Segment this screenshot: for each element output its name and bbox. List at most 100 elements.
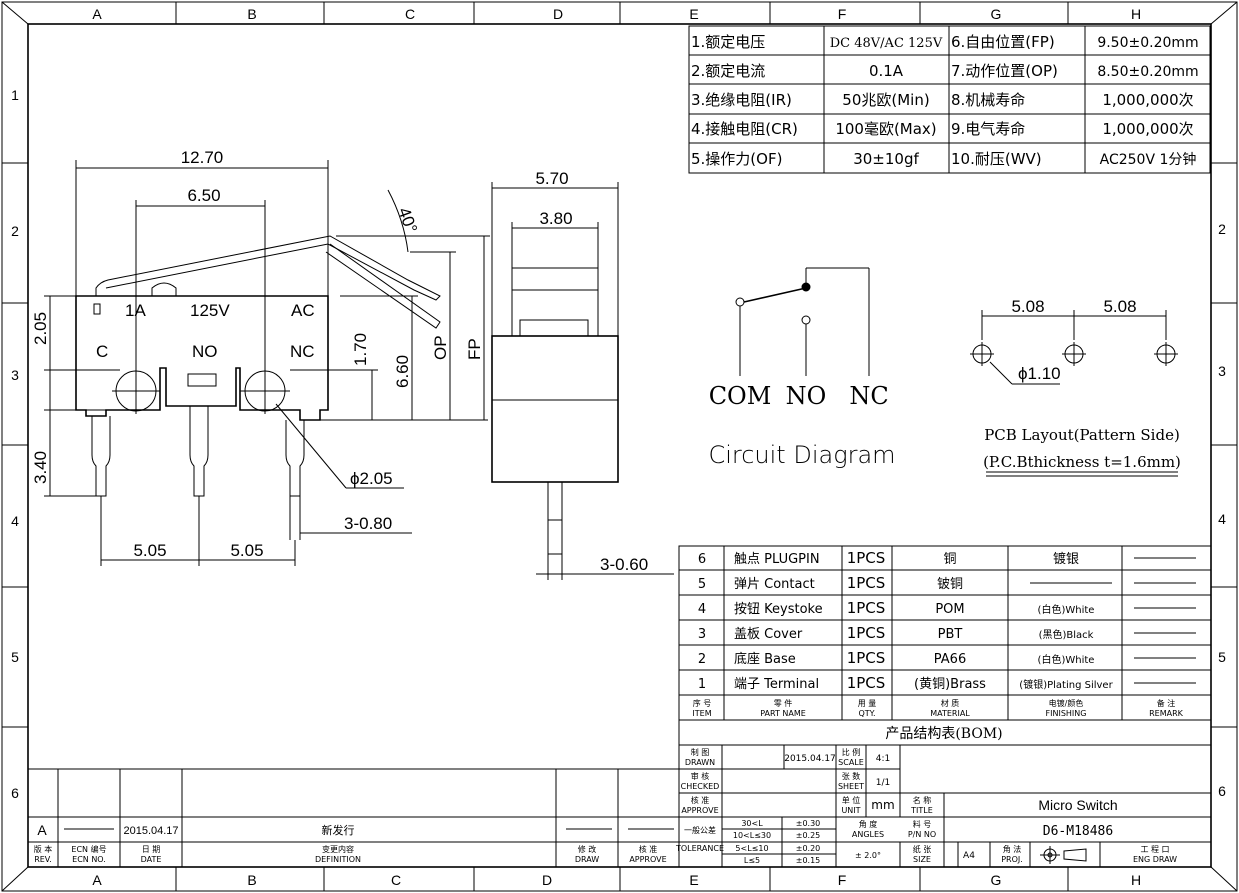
col-label-top: H (1131, 6, 1141, 22)
tb-label: 核 准 (691, 795, 710, 805)
tb-pn: D6-M18486 (1043, 824, 1113, 839)
tb-label: CHECKED (681, 782, 720, 791)
pin-no (189, 406, 209, 497)
bom-qty: 1PCS (847, 599, 886, 617)
row-label-left: 2 (11, 223, 19, 239)
spec-label: 5.操作力(OF) (691, 150, 782, 168)
col-label-bottom: E (689, 872, 698, 888)
bom-no: 3 (698, 627, 706, 642)
spec-label: 8.机械寿命 (951, 91, 1025, 109)
spec-label: 2.额定电流 (691, 62, 765, 80)
bom-material: 铍铜 (937, 577, 963, 592)
bom-part: 触点 PLUGPIN (734, 552, 820, 567)
title-block: 制 图 DRAWN 2015.04.17 比 例 SCALE 4:1 审 核 C… (675, 744, 1212, 868)
bom-qty: 1PCS (847, 674, 886, 692)
revision-block: A 2015.04.17 新发行 版 本 REV. ECN 编号 ECN NO.… (28, 768, 679, 867)
spec-value: 100毫欧(Max) (835, 120, 936, 138)
tb-tol-value: ±0.15 (796, 856, 821, 865)
tb-scale: 4:1 (876, 754, 890, 764)
dim-button-width: 3.80 (539, 209, 572, 228)
tb-label: 纸 张 (913, 844, 932, 854)
tb-drawn-date: 2015.04.17 (784, 754, 836, 764)
terminal-label-no: NO (192, 342, 218, 361)
tb-unit: mm (871, 798, 894, 812)
tb-label: TITLE (910, 806, 933, 815)
rev-letter: A (37, 822, 47, 838)
spec-value: 30±10gf (853, 150, 919, 168)
rev-header: DRAW (575, 855, 599, 864)
body-label-125v: 125V (190, 301, 230, 320)
com-terminal (735, 297, 745, 307)
tb-label: SCALE (838, 758, 864, 767)
col-label-bottom: B (247, 872, 256, 888)
bom-material: POM (935, 602, 964, 617)
pcb-pitch-2: 5.08 (1103, 297, 1136, 316)
pcb-title: PCB Layout(Pattern Side) (984, 426, 1180, 444)
bom-header: FINISHING (1046, 709, 1087, 718)
angle-arc (387, 189, 409, 253)
tb-tol-range: 10<L≤30 (733, 831, 771, 840)
row-label-left: 6 (11, 785, 19, 801)
tb-label: TOLERANCE (675, 844, 724, 853)
tb-tol-range: L≤5 (744, 856, 760, 865)
row-label-right: 2 (1218, 221, 1226, 237)
bom-material: 铜 (943, 552, 956, 567)
col-label-bottom: A (92, 872, 102, 888)
tb-label: 名 称 (913, 795, 932, 805)
terminal-label-c: C (96, 342, 108, 361)
dim-pitch-1: 5.05 (133, 541, 166, 560)
bom-header: 零 件 (774, 698, 793, 708)
switch-body (75, 295, 329, 421)
projection-icon (1040, 846, 1087, 864)
rev-header: 核 准 (639, 844, 658, 854)
dim-pin-thickness: 3-0.60 (600, 555, 648, 574)
col-label-top: E (689, 6, 698, 22)
col-label-top: C (405, 6, 415, 22)
side-pin (547, 481, 563, 555)
tb-label: 工 程 口 (1140, 845, 1169, 854)
col-label-bottom: G (991, 872, 1002, 888)
tb-label: ENG DRAW (1133, 855, 1177, 864)
tb-tol-range: 5<L≤10 (735, 844, 768, 853)
spec-label: 7.动作位置(OP) (951, 62, 1058, 80)
circuit-com-label: COM (709, 382, 772, 410)
bom-header: MATERIAL (930, 709, 970, 718)
bom-part: 盖板 Cover (734, 627, 803, 642)
pcb-hole-dia: ϕ1.10 (1018, 364, 1061, 383)
rev-header: DATE (141, 855, 162, 864)
bom-header: ITEM (692, 709, 711, 718)
dim-3-40: 3.40 (31, 451, 50, 484)
front-view: 12.70 6.50 40° 1A 125V AC C NO NC 2.05 3… (31, 148, 490, 566)
dim-op: OP (431, 335, 450, 360)
bom-header: 序 号 (693, 698, 712, 708)
bom-finish: (黑色)Black (1039, 628, 1094, 641)
bom-material: PBT (938, 627, 963, 642)
dim-6-60: 6.60 (393, 355, 412, 388)
spec-value: DC 48V/AC 125V (830, 36, 943, 51)
circuit-title: Circuit Diagram (708, 441, 895, 469)
rev-header: 日 期 (142, 845, 161, 854)
body-label-1a: 1A (125, 301, 146, 320)
rev-header: 变更内容 (322, 844, 354, 854)
bom-finish: (白色)White (1038, 603, 1095, 616)
dim-side-width: 5.70 (535, 169, 568, 188)
circuit-nc-label: NC (849, 382, 888, 410)
pcb-layout: 5.08 5.08 ϕ1.10 PCB Layout(Pattern Side)… (970, 297, 1181, 477)
spec-label: 10.耐压(WV) (951, 150, 1042, 168)
row-label-left: 5 (11, 649, 19, 665)
center-slot (187, 373, 217, 387)
rev-header: ECN 编号 (71, 844, 106, 854)
tb-label: 张 数 (842, 771, 861, 781)
col-label-bottom: H (1131, 872, 1141, 888)
bom-part: 底座 Base (734, 651, 796, 667)
spec-value: 0.1A (869, 62, 904, 80)
rev-header: ECN NO. (72, 855, 106, 864)
tb-label: APPROVE (681, 806, 718, 815)
tb-label: 料 号 (913, 819, 932, 829)
row-label-right: 5 (1218, 649, 1226, 665)
tb-label: 单 位 (842, 795, 861, 805)
bom-header: 材 质 (941, 698, 960, 708)
bom-no: 1 (698, 677, 706, 692)
